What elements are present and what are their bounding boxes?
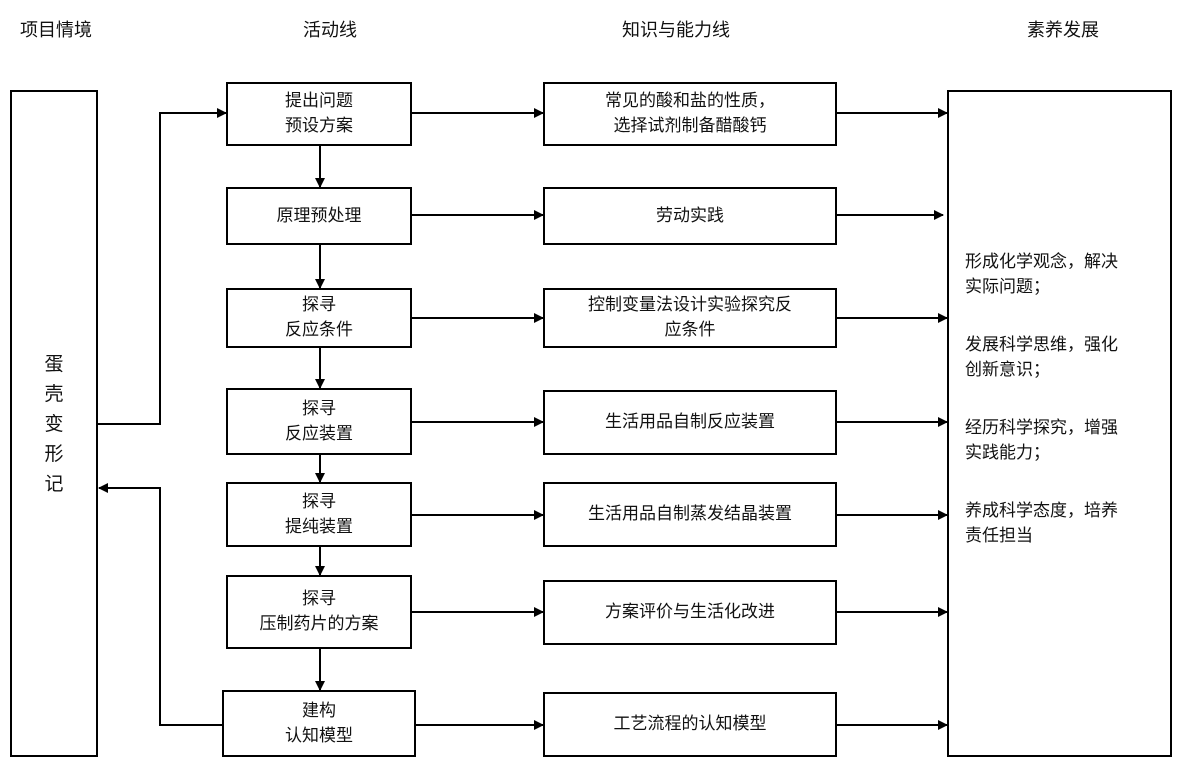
situation-char: 壳 — [44, 382, 64, 405]
outcome-item: 经历科学探究，增强 实践能力； — [965, 418, 1118, 463]
situation-char: 蛋 — [44, 352, 64, 375]
outcome-item: 养成科学态度，培养 责任担当 — [965, 501, 1118, 546]
knowledge-box: 工艺流程的认知模型 — [543, 692, 837, 757]
arrow-situation-to-activity — [97, 108, 227, 425]
situation-box: 蛋 壳 变 形 记 — [10, 90, 98, 757]
activity-box: 探寻 提纯装置 — [226, 482, 412, 547]
knowledge-box: 方案评价与生活化改进 — [543, 580, 837, 645]
knowledge-box: 生活用品自制反应装置 — [543, 390, 837, 455]
knowledge-box: 常见的酸和盐的性质， 选择试剂制备醋酸钙 — [543, 82, 837, 146]
activity-box: 探寻 反应装置 — [226, 388, 412, 455]
outcome-item: 形成化学观念，解决 实际问题； — [965, 252, 1118, 297]
activity-box: 建构 认知模型 — [222, 690, 416, 757]
activity-box: 探寻 压制药片的方案 — [226, 575, 412, 649]
outcome-item: 发展科学思维，强化 创新意识； — [965, 335, 1118, 380]
header-knowledge: 知识与能力线 — [622, 20, 730, 41]
situation-char: 记 — [44, 472, 64, 495]
knowledge-box: 控制变量法设计实验探究反 应条件 — [543, 288, 837, 348]
header-activity: 活动线 — [303, 20, 357, 41]
knowledge-box: 生活用品自制蒸发结晶装置 — [543, 482, 837, 547]
activity-box: 探寻 反应条件 — [226, 288, 412, 348]
arrow-model-to-situation — [98, 483, 226, 726]
header-situation: 项目情境 — [20, 20, 92, 41]
activity-box: 提出问题 预设方案 — [226, 82, 412, 146]
situation-char: 形 — [44, 442, 64, 465]
situation-char: 变 — [44, 412, 64, 435]
literacy-box: 形成化学观念，解决 实际问题； 发展科学思维，强化 创新意识； 经历科学探究，增… — [947, 90, 1172, 757]
knowledge-box: 劳动实践 — [543, 187, 837, 245]
header-literacy: 素养发展 — [1027, 20, 1099, 41]
activity-box: 原理预处理 — [226, 187, 412, 245]
